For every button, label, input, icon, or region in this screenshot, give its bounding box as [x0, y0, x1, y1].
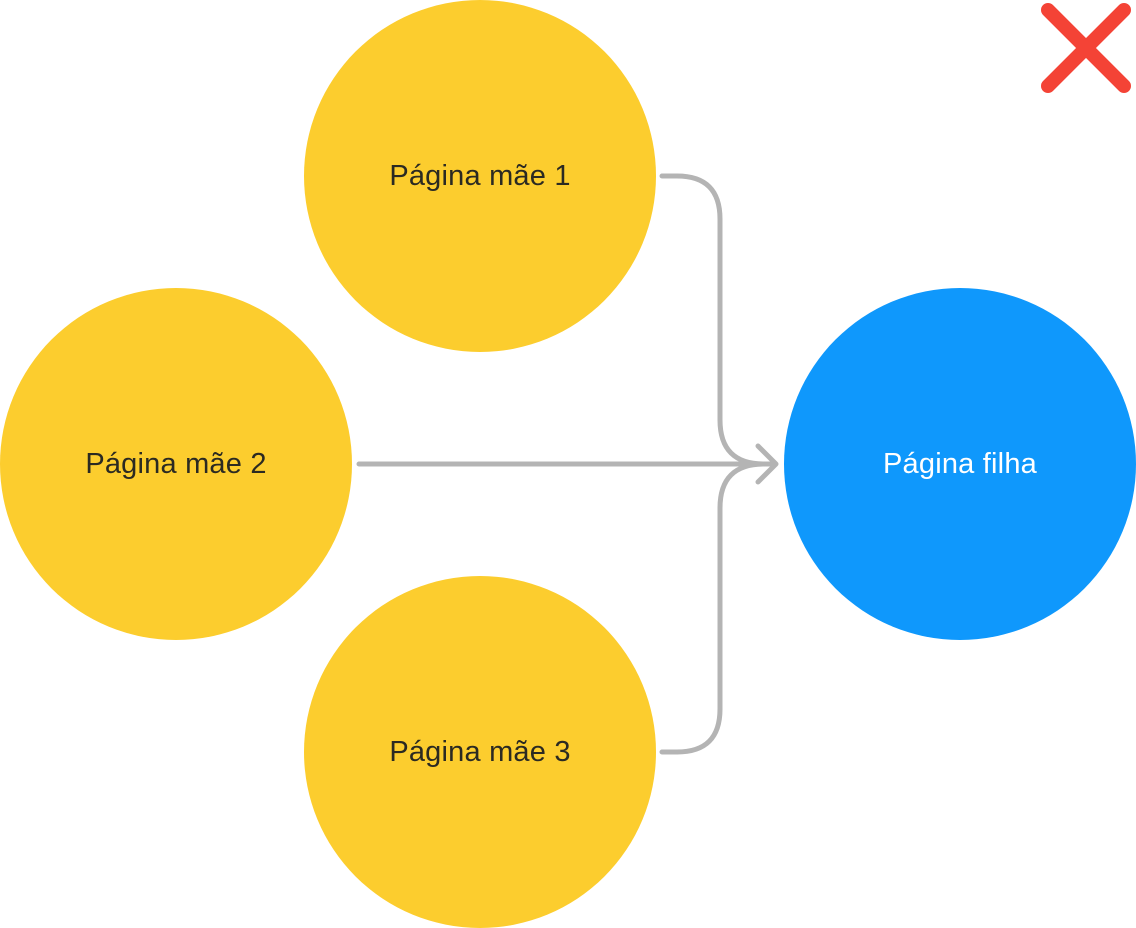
arrowhead	[755, 443, 779, 485]
parent-node-2: Página mãe 2	[0, 288, 352, 640]
child-node: Página filha	[784, 288, 1136, 640]
close-icon	[1041, 3, 1131, 93]
child-node-label: Página filha	[883, 447, 1037, 480]
parent-node-1-label: Página mãe 1	[389, 159, 571, 192]
connector-parent-3-to-child	[659, 461, 767, 755]
x-mark-stroke-2	[1041, 3, 1131, 93]
parent-node-3-label: Página mãe 3	[389, 735, 571, 768]
parent-node-3: Página mãe 3	[304, 576, 656, 928]
parent-node-1: Página mãe 1	[304, 0, 656, 352]
connector-parent-1-to-child	[659, 173, 767, 467]
parent-node-2-label: Página mãe 2	[85, 447, 267, 480]
